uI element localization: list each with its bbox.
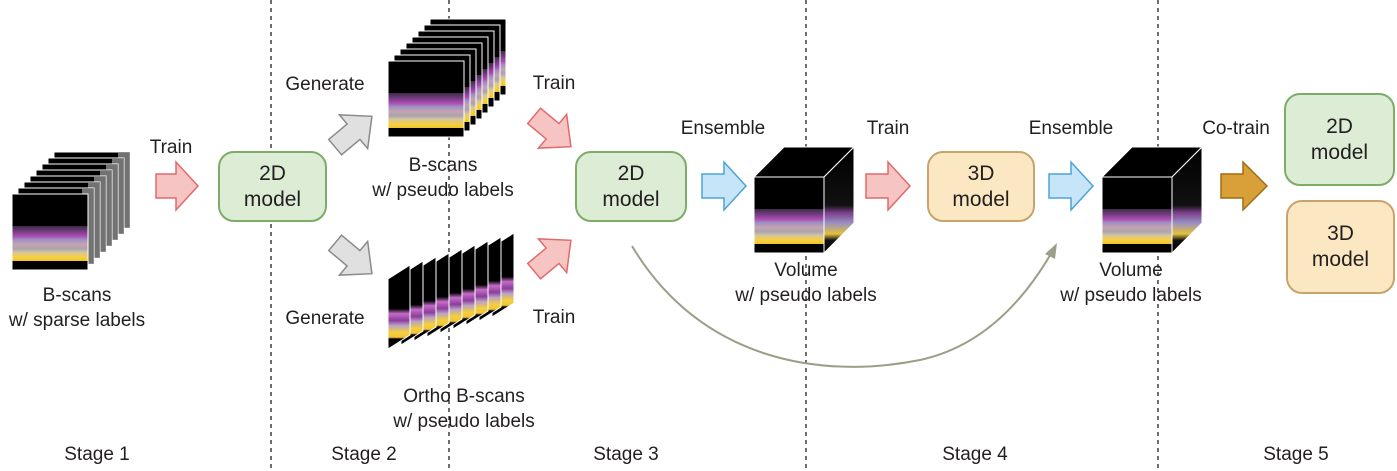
label-volume-2: Volume w/ pseudo labels <box>1060 258 1202 308</box>
box-line1: 3D <box>967 161 995 185</box>
label-train-bottom: Train <box>532 307 576 328</box>
label-bscans-sparse: B-scans w/ sparse labels <box>9 283 145 333</box>
stage-label-1: Stage 1 <box>64 444 130 465</box>
label-line2: w/ pseudo labels <box>735 285 877 306</box>
box-line2: model <box>1311 248 1370 271</box>
label-line2: w/ pseudo labels <box>1060 285 1202 306</box>
arrow-cotrain <box>1220 160 1269 212</box>
label-line1: Ortho B-scans <box>403 386 525 407</box>
box-line2: model <box>243 187 302 211</box>
ortho-bscan-stack <box>387 232 515 350</box>
label-line2: w/ pseudo labels <box>372 180 514 201</box>
stage-label-4: Stage 4 <box>942 444 1008 465</box>
label-volume-1: Volume w/ pseudo labels <box>735 258 877 308</box>
arrow-generate-bottom <box>327 234 373 276</box>
label-generate-bottom: Generate <box>285 308 365 329</box>
box-line1: 3D <box>1327 222 1354 245</box>
label-train-stage4: Train <box>866 118 910 139</box>
label-line2: w/ sparse labels <box>8 310 146 331</box>
box-line1: 2D <box>259 161 286 185</box>
box-line2: model <box>952 187 1010 211</box>
arrow-generate-top <box>327 114 373 156</box>
label-generate-top: Generate <box>285 74 365 95</box>
stage-label-3: Stage 3 <box>593 444 659 465</box>
label-ensemble-1: Ensemble <box>680 118 766 139</box>
ortho-bscan-sheet <box>387 264 411 350</box>
box-line1: 2D <box>617 161 645 185</box>
label-line1: Volume <box>774 260 838 281</box>
label-line1: B-scans <box>408 155 478 176</box>
stage5-3d-model-box: 3D model <box>1286 200 1395 294</box>
label-line1: Volume <box>1099 260 1163 281</box>
curved-arrow-head <box>1045 243 1057 259</box>
box-line2: model <box>602 187 660 211</box>
bscan-sheet <box>387 60 465 138</box>
label-ortho-pseudo: Ortho B-scans w/ pseudo labels <box>393 384 535 434</box>
label-line1: B-scans <box>42 285 112 306</box>
bscan-sheet <box>11 193 89 271</box>
stage-label-5: Stage 5 <box>1263 444 1329 465</box>
arrow-ensemble-2 <box>1048 160 1095 212</box>
box-line1: 2D <box>1326 114 1353 138</box>
bscan-stack-sparse <box>11 151 131 271</box>
curved-arrow <box>631 245 1053 368</box>
arrow-train-bottom <box>526 238 572 280</box>
arrow-train-stage4 <box>865 160 912 212</box>
arrow-train-top <box>526 107 572 149</box>
bscan-stack-pseudo <box>387 18 507 138</box>
arrow-ensemble-1 <box>701 160 748 212</box>
box-line2: model <box>1310 140 1369 164</box>
stage-label-2: Stage 2 <box>331 444 397 465</box>
label-line2: w/ pseudo labels <box>393 411 535 432</box>
label-ensemble-2: Ensemble <box>1028 118 1114 139</box>
arrow-train-stage1 <box>155 160 200 212</box>
label-train-stage1: Train <box>149 137 193 158</box>
label-bscans-pseudo: B-scans w/ pseudo labels <box>372 153 514 203</box>
label-train-top: Train <box>532 73 576 94</box>
volume-cube-1 <box>752 145 856 255</box>
label-cotrain: Co-train <box>1202 118 1270 139</box>
volume-cube-2 <box>1100 145 1204 255</box>
